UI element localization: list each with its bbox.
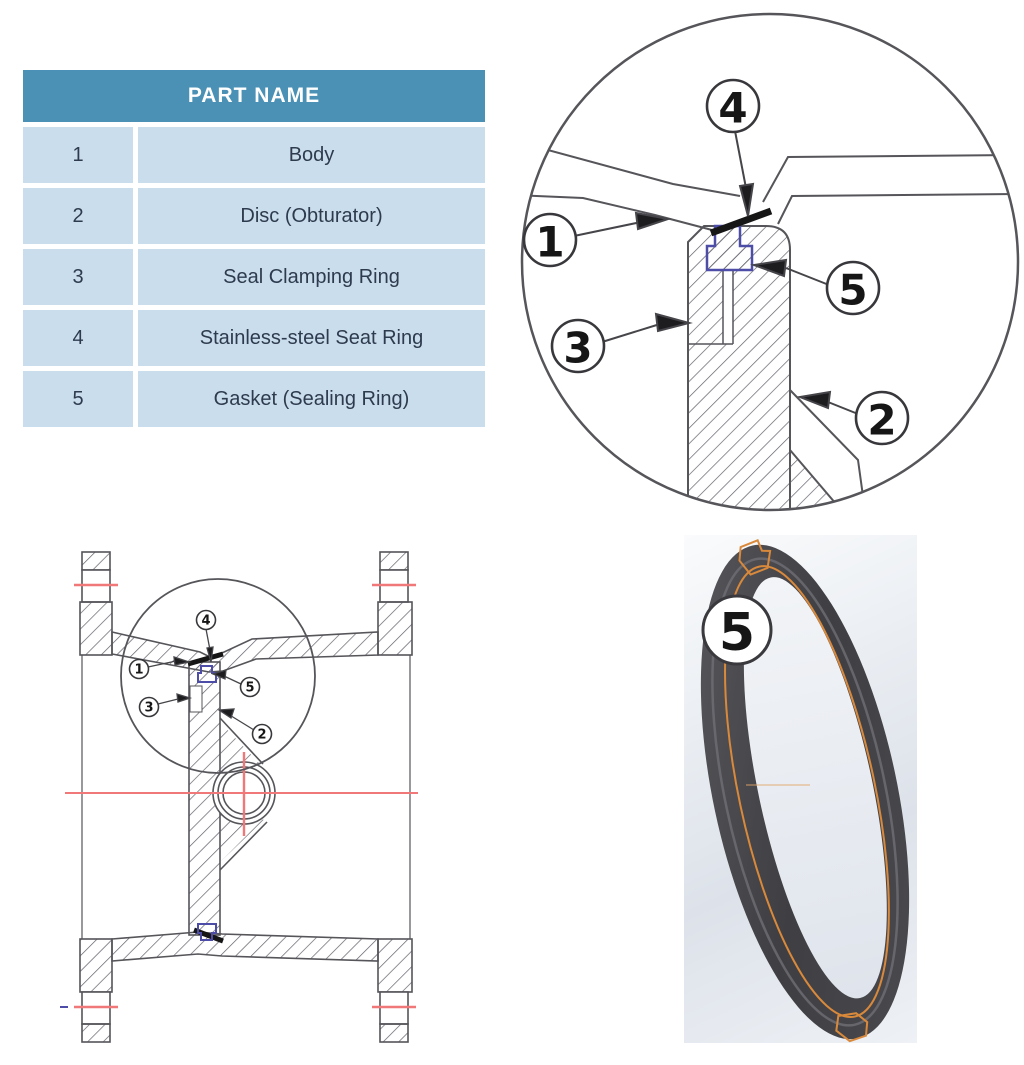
section-profile-bottom	[835, 1012, 869, 1043]
screw-channel	[723, 270, 733, 344]
seat-ring-black-band	[187, 651, 224, 667]
seat-ring-black-band	[709, 207, 773, 237]
detail-circle-marker	[120, 578, 316, 774]
leader-lines	[573, 130, 859, 415]
centerlines	[65, 583, 418, 1009]
detail-callouts: 4 1 3 5 2	[522, 78, 910, 446]
callout-circle-3	[550, 318, 606, 374]
section-cut-orange-line	[724, 565, 890, 1019]
disc-arm-line	[219, 717, 264, 765]
arrowhead	[211, 669, 227, 680]
body-wall-bottom	[111, 931, 379, 962]
table-row: 2 Disc (Obturator)	[23, 188, 485, 244]
part-name-cell: Stainless-steel Seat Ring	[138, 310, 485, 366]
callout-circle-3	[138, 696, 160, 718]
part-name-cell: Body	[138, 127, 485, 183]
callout-circle-4	[705, 78, 761, 134]
flange-tab	[81, 551, 111, 571]
part-name-cell: Gasket (Sealing Ring)	[138, 371, 485, 427]
table-row: 5 Gasket (Sealing Ring)	[23, 371, 485, 427]
seat-detail-diagram: 4 1 3 5 2	[508, 2, 1024, 522]
callout-circle-2	[251, 723, 273, 745]
callout-circle-5	[701, 594, 773, 666]
callout-label-5: 5	[245, 681, 254, 696]
part-name-cell: Seal Clamping Ring	[138, 249, 485, 305]
callout-circle-1	[522, 212, 578, 268]
callout-circle-2	[854, 390, 910, 446]
body-wall-line	[777, 193, 1018, 225]
table-row: 1 Body	[23, 127, 485, 183]
gasket-3d-view: 5	[684, 535, 917, 1043]
arrowhead	[750, 258, 788, 278]
part-number-cell: 4	[23, 310, 133, 366]
callout-label-5: 5	[838, 266, 867, 315]
table-header-part-name: PART NAME	[23, 70, 485, 122]
arrowhead	[738, 182, 755, 217]
callout-circle-1	[128, 658, 150, 680]
seat-detail-svg: 4 1 3 5 2	[520, 12, 1020, 512]
arrowhead	[206, 646, 214, 663]
arrowhead	[176, 693, 193, 703]
callout-circle-4	[195, 609, 217, 631]
arrowhead	[217, 708, 235, 720]
body-wall-line	[522, 194, 713, 231]
screw-channel	[189, 685, 203, 713]
valve-section-svg: 4 1 5 3 2	[60, 551, 418, 1043]
part-number-cell: 3	[23, 249, 133, 305]
part-number-cell: 5	[23, 371, 133, 427]
ring-opening	[743, 577, 887, 999]
part-number-cell: 1	[23, 127, 133, 183]
table-row: 4 Stainless-steel Seat Ring	[23, 310, 485, 366]
section-callouts: 4 1 5 3 2	[128, 609, 273, 745]
callout-label-1: 1	[535, 218, 564, 267]
arrowhead	[173, 656, 192, 666]
disc-arm-line	[219, 821, 268, 871]
callout-label-4: 4	[201, 614, 210, 629]
mini-leader-lines	[147, 628, 255, 731]
arrowhead	[796, 390, 832, 410]
callout-circle-5	[239, 676, 261, 698]
gasket-3d-svg: 5	[700, 539, 910, 1043]
callout-label-2: 2	[257, 728, 266, 743]
gasket-profile-blue	[197, 665, 217, 683]
callout-label-4: 4	[718, 84, 747, 133]
flange-hub	[79, 938, 113, 993]
arrowhead	[634, 211, 672, 231]
arrowhead	[654, 312, 693, 333]
part-name-table: PART NAME 1 Body 2 Disc (Obturator) 3 Se…	[23, 70, 485, 427]
callout-label-5: 5	[719, 603, 755, 663]
valve-section-drawing: 4 1 5 3 2	[60, 540, 440, 1065]
flange-hub	[79, 601, 113, 656]
callout-label-3: 3	[563, 324, 592, 373]
body-wall-line	[762, 154, 1018, 203]
seat-and-gaskets	[187, 651, 224, 944]
callout-circle-5	[825, 260, 881, 316]
table-row: 3 Seal Clamping Ring	[23, 249, 485, 305]
part-name-cell: Disc (Obturator)	[138, 188, 485, 244]
section-profile-top	[738, 539, 772, 576]
body-wall-line	[522, 142, 741, 197]
flange-hub	[377, 938, 413, 993]
body-section-lines	[522, 142, 1018, 510]
callout-label-3: 3	[144, 701, 153, 716]
gasket-ring	[700, 539, 910, 1043]
flange-tab	[379, 1023, 409, 1043]
gasket-profile-blue	[705, 224, 754, 272]
ring-edge-highlight	[711, 557, 899, 1027]
callout-label-1: 1	[134, 663, 143, 678]
callout-label-2: 2	[867, 396, 896, 445]
flange-hub	[377, 601, 413, 656]
flange-tab	[81, 1023, 111, 1043]
flange-tab	[379, 551, 409, 571]
part-number-cell: 2	[23, 188, 133, 244]
gasket-profile-blue	[197, 923, 217, 941]
